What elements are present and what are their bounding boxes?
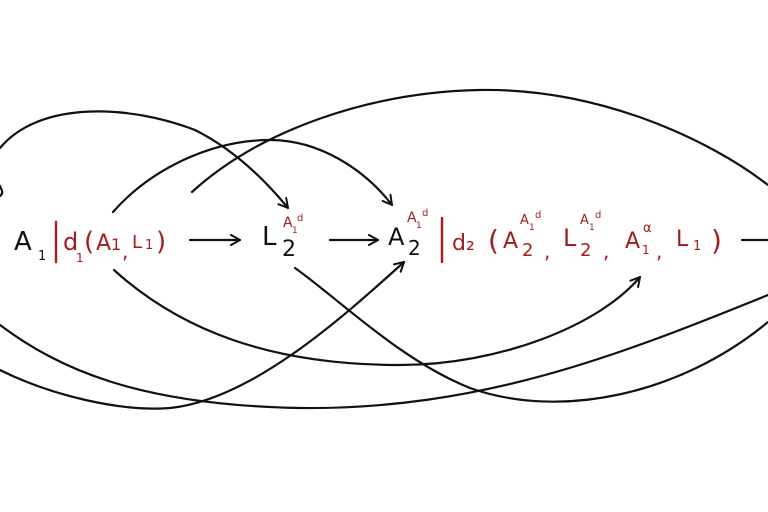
d2-term4-sub: 1 [693,239,701,254]
d2-term3-base: A [625,229,640,254]
edge-l2-to-right-lower [293,266,768,403]
l2-sub: 2 [282,237,296,262]
a2-sub: 2 [408,236,421,260]
d1-close-paren: ) [156,227,166,257]
edges [0,88,768,410]
edge-a1-to-a2-upper [111,138,394,214]
a2-sup: A [407,210,417,226]
d2-comma-1: , [544,239,550,263]
a2-sup-sub: 1 [416,221,422,231]
d2-term3-sup: α [643,221,652,236]
d2-open-paren: ( [488,224,499,257]
a1-sub: 1 [38,249,46,264]
d2-label: d₂ [452,231,475,256]
d2-term1-sup-sub: 1 [529,223,535,233]
d1-comma: , [122,239,128,263]
l2-sup-sub: 1 [292,226,298,236]
node-a2: A 2 A 1 d [388,208,428,260]
node-a1: A 1 [14,227,46,264]
edge-l2-back-loop-top [190,88,768,194]
edge-a1-to-l2 [0,110,290,210]
a2-base: A [388,223,405,251]
d1-arg1: A [96,231,111,256]
edge-left-to-a2-lower [0,260,406,410]
edge-a1-to-d2-lower [112,268,642,367]
node-d2: d₂ ( A 2 A 1 d , L 2 A 1 d , A 1 α , L 1… [452,210,722,263]
d2-close-paren: ) [711,224,722,257]
l2-base: L [262,222,277,252]
d2-term1-base: A [503,229,518,254]
node-d1: d 1 ( A 1 , L 1 ) [63,227,166,265]
l2-sup-sup: d [297,213,303,224]
d2-comma-3: , [656,239,662,263]
d2-term2-sup: A [580,213,589,228]
d2-term3-sub: 1 [642,243,650,257]
l2-sup: A [283,215,293,231]
d2-term2-sup-sub: 1 [589,223,595,233]
a1-base: A [14,227,32,257]
edge-left-to-a2-upper-left [0,184,4,198]
edge-left-to-right-bottom [0,293,768,410]
d2-term1-sup-sup: d [535,210,541,221]
d1-open-paren: ( [84,227,94,257]
d2-term1-sub: 2 [522,240,533,261]
a2-sup-sup: d [422,208,428,219]
d2-term4-base: L [676,227,689,252]
node-l2: L 2 A 1 d [262,213,303,262]
d1-label: d [63,228,78,256]
d2-term1-sup: A [520,213,529,228]
d1-arg2: L [132,232,142,253]
d2-term2-sup-sup: d [595,210,601,221]
d2-term2-base: L [563,224,577,252]
d2-term2-sub: 2 [580,240,591,261]
d2-comma-2: , [603,239,609,263]
d1-arg1-sub: 1 [111,235,121,254]
d1-arg2-sub: 1 [145,238,153,253]
d1-sub: 1 [76,251,84,265]
